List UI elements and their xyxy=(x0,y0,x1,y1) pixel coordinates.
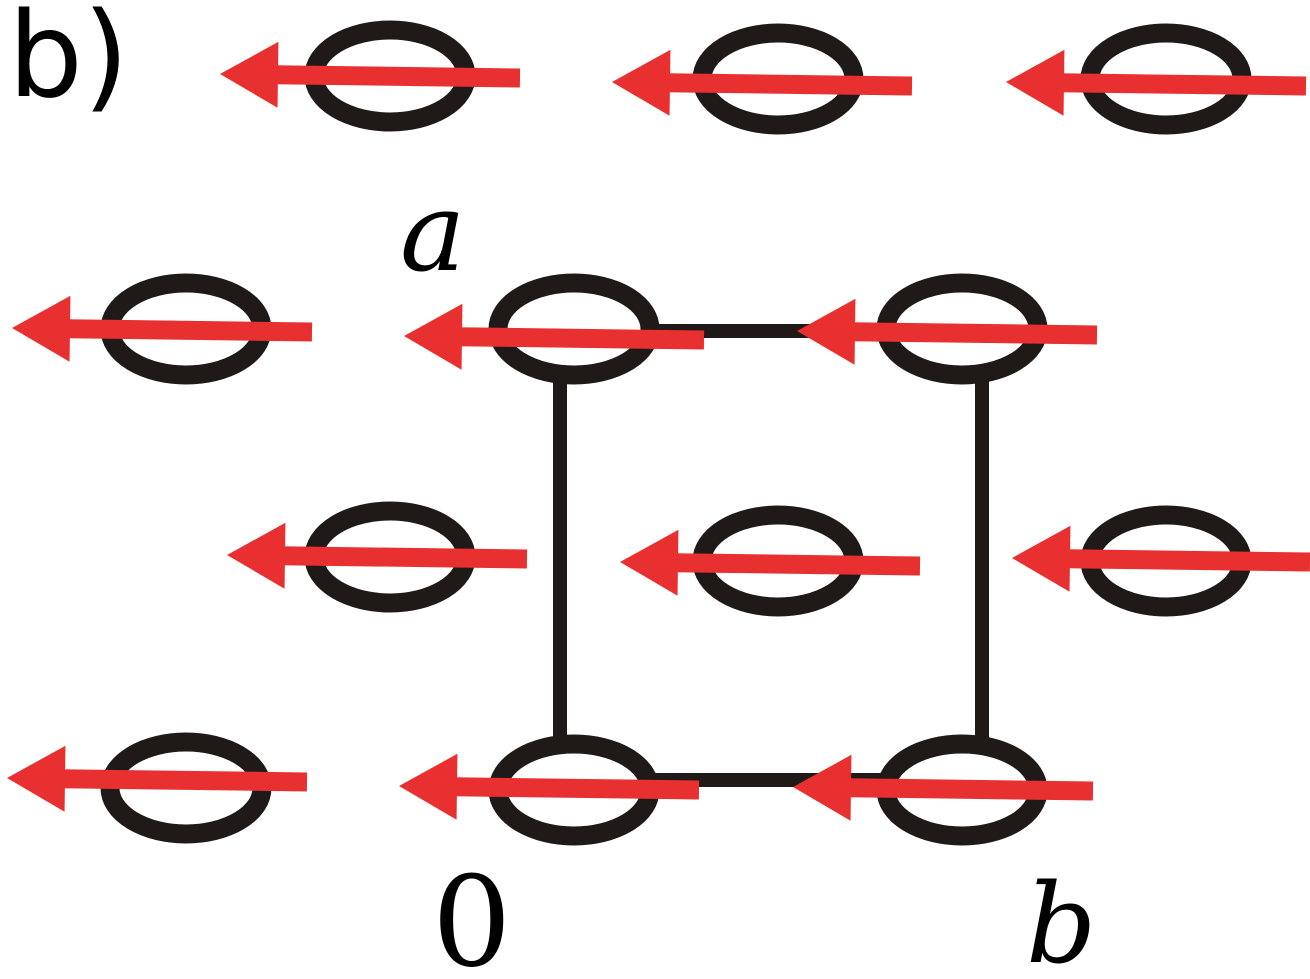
spin-arrow-shaft xyxy=(850,322,1098,345)
spin-arrow-shaft xyxy=(1065,549,1310,572)
spin-arrow-shaft xyxy=(457,327,705,350)
orbital-rings xyxy=(100,20,1252,846)
spin-arrow-shaft xyxy=(665,73,913,96)
spin-arrow-shaft xyxy=(280,546,528,569)
a-axis-label: a xyxy=(400,168,466,296)
spin-arrow-head xyxy=(404,303,463,370)
origin-label: 0 xyxy=(432,850,512,979)
spin-arrow-head xyxy=(399,753,458,820)
spin-arrow-shaft xyxy=(452,777,700,800)
spin-arrow-r1-c4 xyxy=(1006,49,1307,116)
spin-arrow-head xyxy=(1012,525,1071,592)
spin-arrow-r2-c2 xyxy=(404,303,705,370)
spin-arrow-head xyxy=(612,49,671,116)
spin-arrow-head xyxy=(797,298,856,365)
spin-arrow-head xyxy=(7,745,66,812)
b-axis-label: b xyxy=(1026,860,1096,979)
spin-arrow-r1-c2 xyxy=(220,41,521,108)
spin-arrow-head xyxy=(793,754,852,821)
spin-arrow-r2-c1 xyxy=(12,295,313,362)
spin-arrow-r3-c3 xyxy=(620,529,921,596)
spin-arrow-shaft xyxy=(60,769,308,792)
spin-arrow-r3-c2 xyxy=(227,522,528,589)
spin-arrow-head xyxy=(620,529,679,596)
spin-arrow-r4-c3 xyxy=(793,754,1094,821)
spin-arrow-shaft xyxy=(673,553,921,576)
spin-arrow-head xyxy=(227,522,286,589)
spin-arrow-r2-c3 xyxy=(797,298,1098,365)
spin-arrow-shaft xyxy=(1059,73,1307,96)
spin-arrow-shaft xyxy=(846,778,1094,801)
spin-arrow-r4-c1 xyxy=(7,745,308,812)
spin-arrows xyxy=(7,41,1310,821)
spin-arrow-head xyxy=(12,295,71,362)
spin-arrow-r4-c2 xyxy=(399,753,700,820)
spin-arrow-head xyxy=(220,41,279,108)
spin-arrow-r3-c4 xyxy=(1012,525,1310,592)
spin-arrow-head xyxy=(1006,49,1065,116)
spin-arrow-shaft xyxy=(273,65,521,88)
panel-label: b) xyxy=(8,0,129,124)
spin-arrow-shaft xyxy=(65,319,313,342)
spin-arrow-r1-c3 xyxy=(612,49,913,116)
